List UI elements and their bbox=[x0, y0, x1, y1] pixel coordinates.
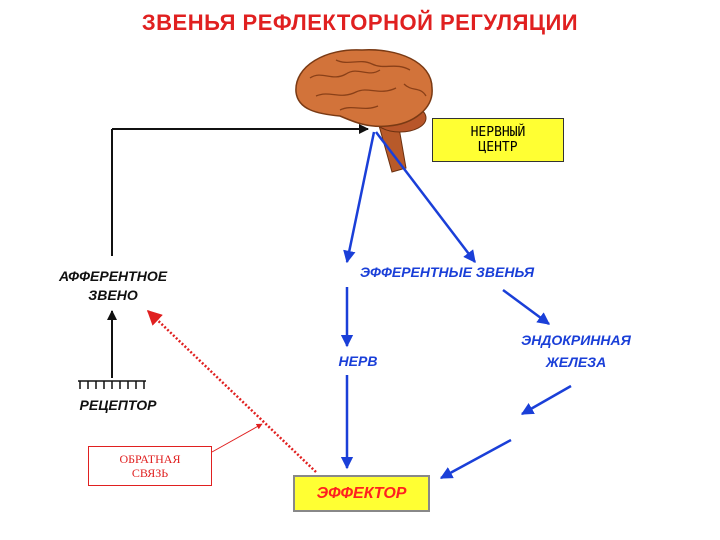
effector-box: ЭФФЕКТОР bbox=[293, 475, 430, 512]
receptor-label: РЕЦЕПТОР bbox=[79, 397, 157, 413]
nerve-label: НЕРВ bbox=[338, 353, 378, 369]
center-to-nerve-arrow bbox=[343, 131, 376, 264]
feedback-line2: СВЯЗЬ bbox=[131, 466, 169, 480]
center-to-gland-arrow bbox=[375, 131, 476, 263]
afferent-label-line1: АФФЕРЕНТНОЕ bbox=[58, 268, 168, 284]
nerve-center-line1: НЕРВНЫЙ bbox=[470, 125, 526, 140]
nerve-center-line2: ЦЕНТР bbox=[478, 140, 518, 155]
page-title: ЗВЕНЬЯ РЕФЛЕКТОРНОЙ РЕГУЛЯЦИИ bbox=[141, 10, 579, 35]
afferent-connector bbox=[111, 124, 369, 256]
efferent-to-gland-arrow bbox=[502, 288, 551, 326]
efferent-label: ЭФФЕРЕНТНЫЕ ЗВЕНЬЯ bbox=[359, 264, 535, 280]
brain-icon bbox=[295, 49, 433, 173]
afferent-label-line2: ЗВЕНО bbox=[88, 287, 138, 303]
gland-label-line1: ЭНДОКРИННАЯ bbox=[521, 332, 631, 348]
feedback-arrow bbox=[146, 309, 317, 473]
feedback-box: ОБРАТНАЯ СВЯЗЬ bbox=[88, 446, 212, 486]
effector-label: ЭФФЕКТОР bbox=[316, 484, 407, 502]
feedback-label-pointer bbox=[211, 423, 263, 453]
gland-label-line2: ЖЕЛЕЗА bbox=[545, 354, 607, 370]
feedback-line1: ОБРАТНАЯ bbox=[119, 452, 181, 466]
gland-arrow-1 bbox=[520, 384, 572, 416]
nerve-center-box: НЕРВНЫЙ ЦЕНТР bbox=[432, 118, 564, 162]
receptor-comb-icon bbox=[78, 380, 146, 389]
gland-to-effector-arrow bbox=[439, 438, 512, 480]
